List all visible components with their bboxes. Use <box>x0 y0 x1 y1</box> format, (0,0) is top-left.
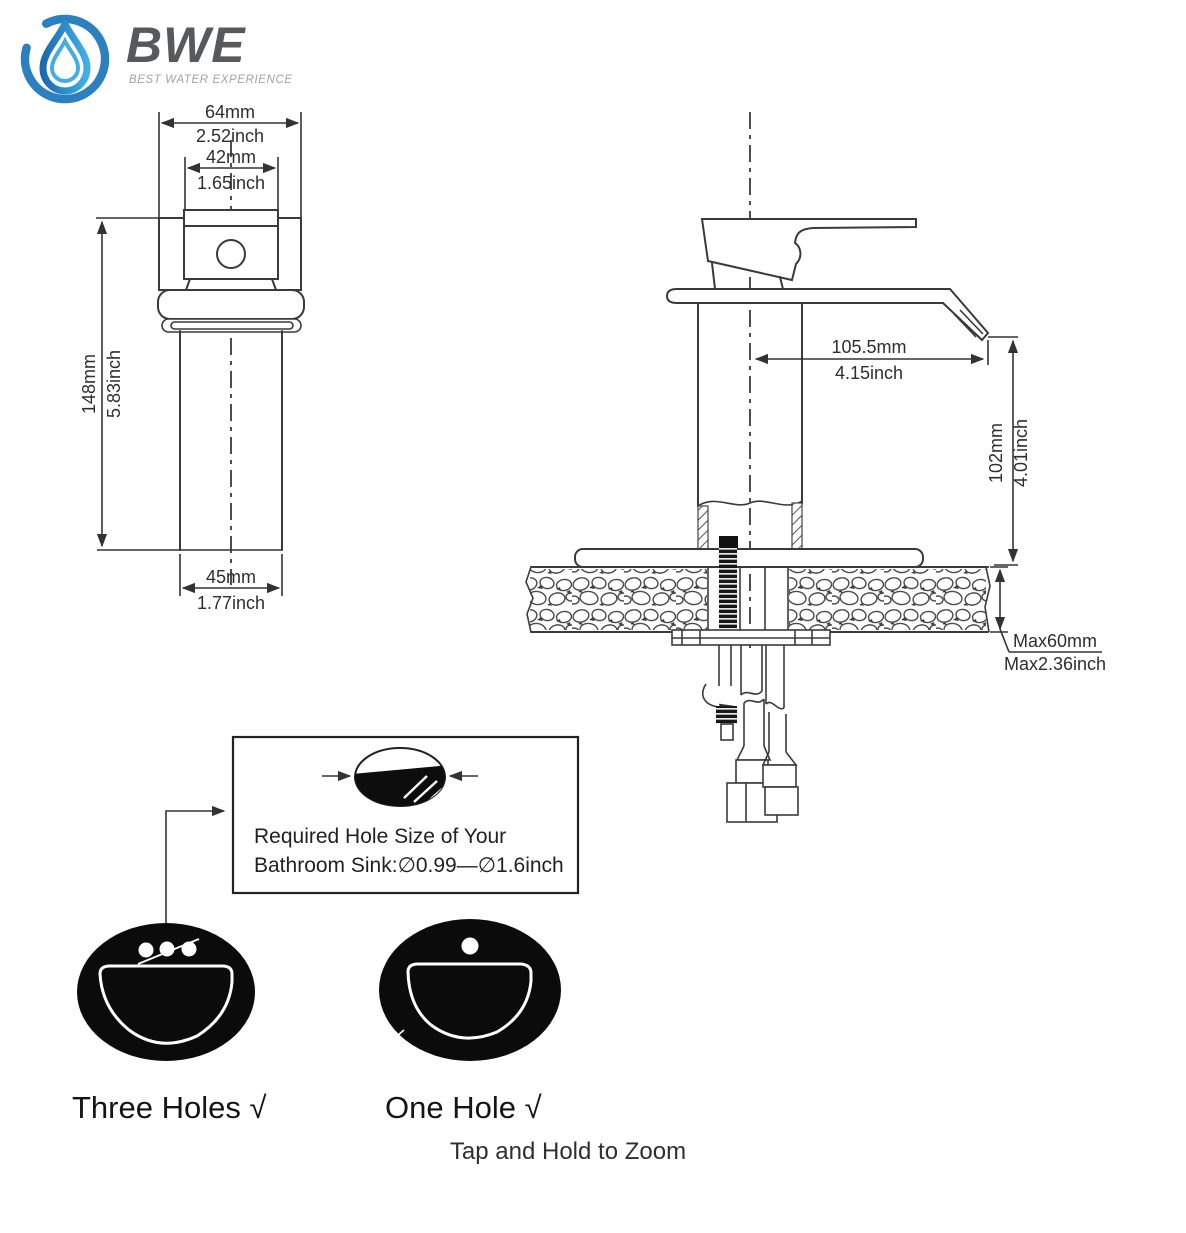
front-dim-height: 148mm 5.83inch <box>79 217 160 548</box>
brand-name: BWE <box>126 17 246 73</box>
front-faucet-body <box>97 330 283 551</box>
counter-right <box>789 569 986 630</box>
supply-hoses <box>726 645 799 823</box>
dim-45mm: 45mm <box>206 567 256 587</box>
dim-1055mm: 105.5mm <box>831 337 906 357</box>
side-dim-deck-thickness: Max60mm Max2.36inch <box>990 566 1106 674</box>
escutcheon-plate <box>574 548 924 568</box>
front-view: 64mm 2.52inch 42mm 1.65inch <box>79 102 305 613</box>
bwe-water-drop-logo-icon <box>20 14 110 104</box>
front-faucet-head <box>157 209 305 333</box>
under-sink-rod <box>701 645 737 741</box>
side-dim-spout-reach: 105.5mm 4.15inch <box>754 337 989 383</box>
body-wall-left <box>697 505 709 551</box>
rod-thread-end <box>716 706 737 724</box>
mounting-seal <box>719 536 738 548</box>
hole-size-note-box: Required Hole Size of Your Bathroom Sink… <box>231 735 580 895</box>
counter-left <box>530 569 707 630</box>
note-connector-line <box>165 805 226 925</box>
three-hole-basin <box>98 964 234 1045</box>
dim-max236inch: Max2.36inch <box>1004 654 1106 674</box>
tap-hold-zoom-hint: Tap and Hold to Zoom <box>449 1138 687 1165</box>
front-handle-button <box>216 239 246 269</box>
hole-note-line1: Required Hole Size of Your <box>254 825 506 848</box>
dim-401inch: 4.01inch <box>1011 419 1031 487</box>
dim-102mm: 102mm <box>986 423 1006 483</box>
one-hole-sink-shape <box>379 919 561 1061</box>
countertop-section <box>525 566 991 633</box>
brand-header: BWE BEST WATER EXPERIENCE <box>18 10 293 104</box>
dim-583inch: 5.83inch <box>104 350 124 418</box>
threaded-rod <box>719 548 737 637</box>
brand-text-block: BWE BEST WATER EXPERIENCE <box>126 20 293 86</box>
dim-415inch: 4.15inch <box>835 363 903 383</box>
hole-note-line2: Bathroom Sink:∅0.99—∅1.6inch <box>254 854 564 877</box>
logo-ring <box>20 14 110 104</box>
dim-165inch: 1.65inch <box>197 173 265 193</box>
three-hole-sink: Three Holes √ <box>72 923 266 1125</box>
side-dim-spout-height: 102mm 4.01inch <box>986 336 1031 566</box>
brand-tagline: BEST WATER EXPERIENCE <box>129 74 293 86</box>
front-waterfall-slot <box>161 318 302 333</box>
three-holes-label: Three Holes √ <box>72 1090 266 1125</box>
tighten-arrow <box>701 683 734 714</box>
logo-drop-inner <box>49 36 81 84</box>
dim-148mm: 148mm <box>79 354 99 414</box>
body-wall-right <box>791 502 803 551</box>
body-break-line <box>697 500 803 507</box>
one-hole-sink: One Hole √ <box>379 919 561 1125</box>
one-hole-basin <box>406 962 533 1040</box>
dim-177inch: 1.77inch <box>197 593 265 613</box>
side-spout-plate <box>665 288 990 342</box>
mounting-flange <box>671 629 831 646</box>
hose-nut-back <box>764 786 799 816</box>
front-spout-band <box>157 289 305 320</box>
front-dim-body-width: 45mm 1.77inch <box>179 554 283 613</box>
dim-252inch: 2.52inch <box>196 126 264 146</box>
counter-edge-left <box>525 566 534 633</box>
front-dim-spout-width: 42mm 1.65inch <box>184 147 279 210</box>
counter-edge-right <box>984 566 991 633</box>
logo-drop <box>39 20 91 95</box>
spout-tip-hatch <box>959 309 984 335</box>
dim-42mm: 42mm <box>206 147 256 167</box>
dim-max60mm: Max60mm <box>1013 631 1097 651</box>
one-hole-label: One Hole √ <box>385 1090 542 1125</box>
side-view: 105.5mm 4.15inch 102mm 4.01inch Max60mm … <box>525 112 1106 823</box>
side-handle-lever <box>700 218 917 282</box>
front-dim-top-width: 64mm 2.52inch <box>158 102 302 218</box>
dim-64mm: 64mm <box>205 102 255 122</box>
